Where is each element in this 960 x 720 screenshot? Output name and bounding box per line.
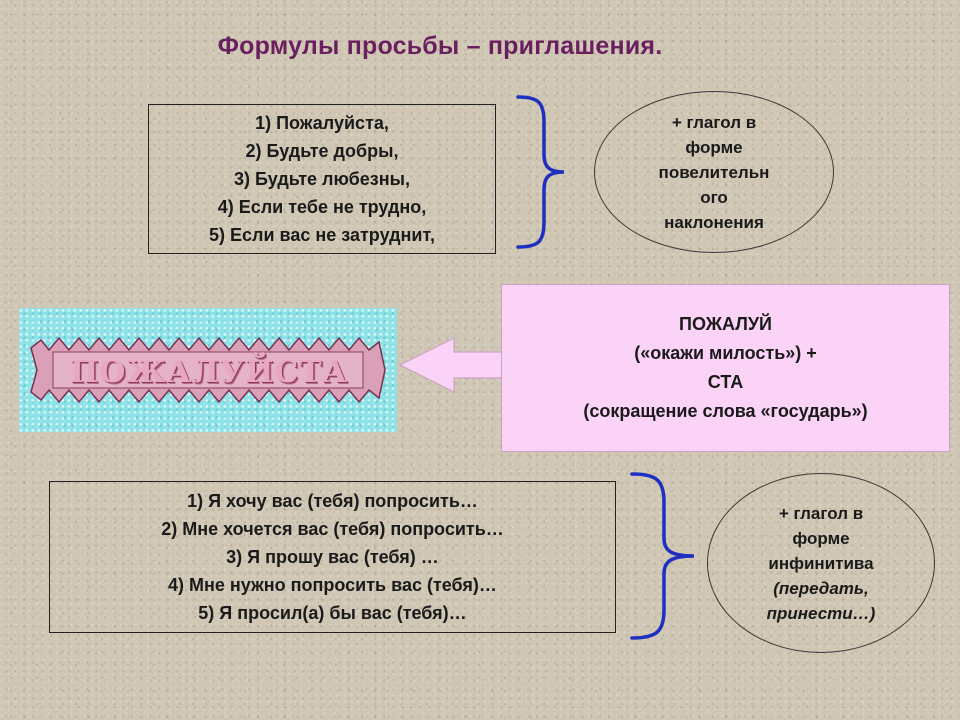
pozhaluysta-banner-image: ПОЖАЛУЙСТА (19, 308, 397, 432)
curly-brace-top (516, 95, 565, 249)
etymology-line: ПОЖАЛУЙ (679, 314, 772, 334)
phrase-line: 2) Мне хочется вас (тебя) попросить… (161, 519, 504, 539)
etymology-box: ПОЖАЛУЙ («окажи милость») + СТА (сокраще… (501, 284, 950, 452)
zigzag-frame (30, 336, 386, 404)
phrase-line: 4) Мне нужно попросить вас (тебя)… (168, 575, 497, 595)
etymology-line: СТА (707, 372, 744, 392)
formula-line: 4) Если тебе не трудно, (217, 197, 427, 217)
etymology-line: (сокращение слова «государь») (583, 401, 868, 421)
etymology-line: («окажи милость») + (634, 343, 817, 363)
page-title: Формулы просьбы – приглашения. (217, 32, 663, 60)
curly-brace-bottom (630, 472, 695, 640)
phrase-line: 3) Я прошу вас (тебя) … (226, 547, 439, 567)
arrow-left-icon (398, 337, 503, 393)
banner-word: ПОЖАЛУЙСТА (69, 354, 349, 390)
request-formulas-box: 1) Пожалуйста, 2) Будьте добры, 3) Будьт… (148, 104, 496, 254)
formula-line: 3) Будьте любезны, (234, 169, 410, 189)
request-phrases-box: 1) Я хочу вас (тебя) попросить… 2) Мне х… (49, 481, 616, 633)
ellipse-line: форме (685, 137, 743, 157)
ellipse-line: повелительн (658, 162, 770, 182)
ellipse-line: наклонения (664, 212, 764, 232)
ellipse-line: принести…) (766, 603, 876, 623)
formula-line: 5) Если вас не затруднит, (209, 225, 435, 245)
infinitive-ellipse: + глагол в форме инфинитива (передать, п… (707, 473, 935, 653)
imperative-mood-ellipse: + глагол в форме повелительн ого наклоне… (594, 91, 834, 253)
phrase-line: 5) Я просил(а) бы вас (тебя)… (198, 603, 467, 623)
ellipse-line: + глагол в (671, 112, 757, 132)
ellipse-line: + глагол в (778, 503, 864, 523)
ellipse-line: форме (792, 528, 850, 548)
formula-line: 2) Будьте добры, (245, 141, 399, 161)
ellipse-line: (передать, (773, 578, 869, 598)
formula-line: 1) Пожалуйста, (255, 113, 389, 133)
ellipse-line: инфинитива (768, 553, 874, 573)
phrase-line: 1) Я хочу вас (тебя) попросить… (187, 491, 478, 511)
ellipse-line: ого (700, 187, 728, 207)
